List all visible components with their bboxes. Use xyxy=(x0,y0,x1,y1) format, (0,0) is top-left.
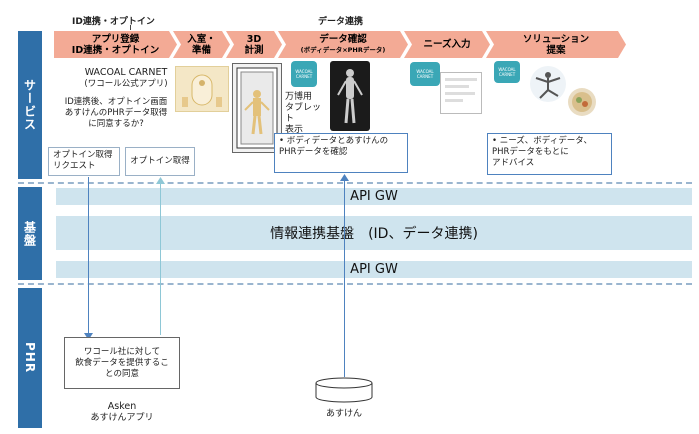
step-label: 準備 xyxy=(191,44,211,56)
arrow-head-down xyxy=(84,333,93,340)
api-gw-top: API GW xyxy=(56,188,692,205)
arrow-optin-get xyxy=(160,183,161,335)
step-label: データ確認 xyxy=(319,33,367,45)
asken-title: Asken xyxy=(107,401,137,412)
wacoal-app-icon: WACOAL CARNET xyxy=(494,61,520,83)
step-label: 提案 xyxy=(546,44,566,56)
step-label: 計測 xyxy=(244,44,264,56)
lane-divider xyxy=(18,182,692,184)
step-needs-input: ニーズ入力 xyxy=(404,31,490,58)
step-label: ニーズ入力 xyxy=(423,39,471,50)
needs-screen-image xyxy=(440,72,482,114)
tablet-image xyxy=(330,61,370,131)
step-data-confirm: データ確認 (ボディデータ×PHRデータ) xyxy=(278,31,408,58)
lane-phr-label: PHR xyxy=(23,342,37,374)
step-label: 入室・ xyxy=(187,33,216,45)
step-sublabel: (ボディデータ×PHRデータ) xyxy=(300,45,386,54)
database-icon xyxy=(315,377,373,403)
optin-request-box: オプトイン取得 リクエスト xyxy=(48,147,120,176)
consent-box: ワコール社に対して 飲食データを提供するこ との同意 xyxy=(64,337,180,389)
step-app-register: アプリ登録 ID連携・オプトイン xyxy=(54,31,177,58)
arrow-optin-request xyxy=(88,177,89,335)
body-scan-icon xyxy=(337,69,363,124)
arrow-head-up xyxy=(156,177,165,184)
lane-phr: PHR xyxy=(18,288,42,428)
food-bowl-icon xyxy=(572,92,592,112)
advice-box: • ニーズ、ボディデータ、 PHRデータをもとに アドバイス xyxy=(487,133,612,175)
form-icon xyxy=(445,78,477,102)
step-3d-measure: 3D 計測 xyxy=(226,31,282,58)
optin-question: ID連携後、オプトイン画面 あすけんのPHRデータ取得 に同意するか? xyxy=(64,97,168,129)
step-enter-room: 入室・ 準備 xyxy=(173,31,230,58)
wacoal-sub: (ワコール公式アプリ) xyxy=(84,79,168,89)
step-label: ID連携・オプトイン xyxy=(71,44,160,56)
food-image xyxy=(568,88,596,116)
lane-service-label: サービス xyxy=(22,79,37,131)
booth-icon xyxy=(236,67,278,149)
lane-divider xyxy=(18,283,692,285)
step-solution: ソリューション 提案 xyxy=(486,31,626,58)
room-icon xyxy=(182,74,222,107)
room-image xyxy=(175,66,229,112)
yoga-image xyxy=(530,66,566,102)
info-platform: 情報連携基盤 (ID、データ連携) xyxy=(56,216,692,250)
step-label: アプリ登録 xyxy=(91,33,140,45)
step-label: ソリューション xyxy=(522,33,590,45)
lane-service: サービス xyxy=(18,31,42,179)
step-label: 3D xyxy=(246,33,262,45)
tablet-caption: 万博用 タブレット 表示 xyxy=(285,92,322,135)
wacoal-app-icon: WACOAL CARNET xyxy=(410,62,440,86)
lane-kiban: 基盤 xyxy=(18,187,42,280)
data-confirm-box: • ボディデータとあすけんの PHRデータを確認 xyxy=(274,133,408,173)
lane-kiban-label: 基盤 xyxy=(22,220,37,247)
wacoal-title: WACOAL CARNET xyxy=(84,67,168,78)
yoga-icon xyxy=(535,72,561,99)
asken-sub: あすけんアプリ xyxy=(90,413,154,423)
header-id-link: ID連携・オプトイン xyxy=(72,17,155,27)
database-label: あすけん xyxy=(325,409,362,419)
optin-get-box: オプトイン取得 xyxy=(125,147,195,176)
wacoal-app-icon: WACOAL CARNET xyxy=(291,61,317,87)
arrow-phr-data xyxy=(344,180,345,377)
header-tick xyxy=(130,25,131,30)
api-gw-bottom: API GW xyxy=(56,261,692,278)
header-data-link: データ連携 xyxy=(318,17,364,27)
booth-image xyxy=(232,63,282,153)
arrow-head-up xyxy=(340,174,349,181)
